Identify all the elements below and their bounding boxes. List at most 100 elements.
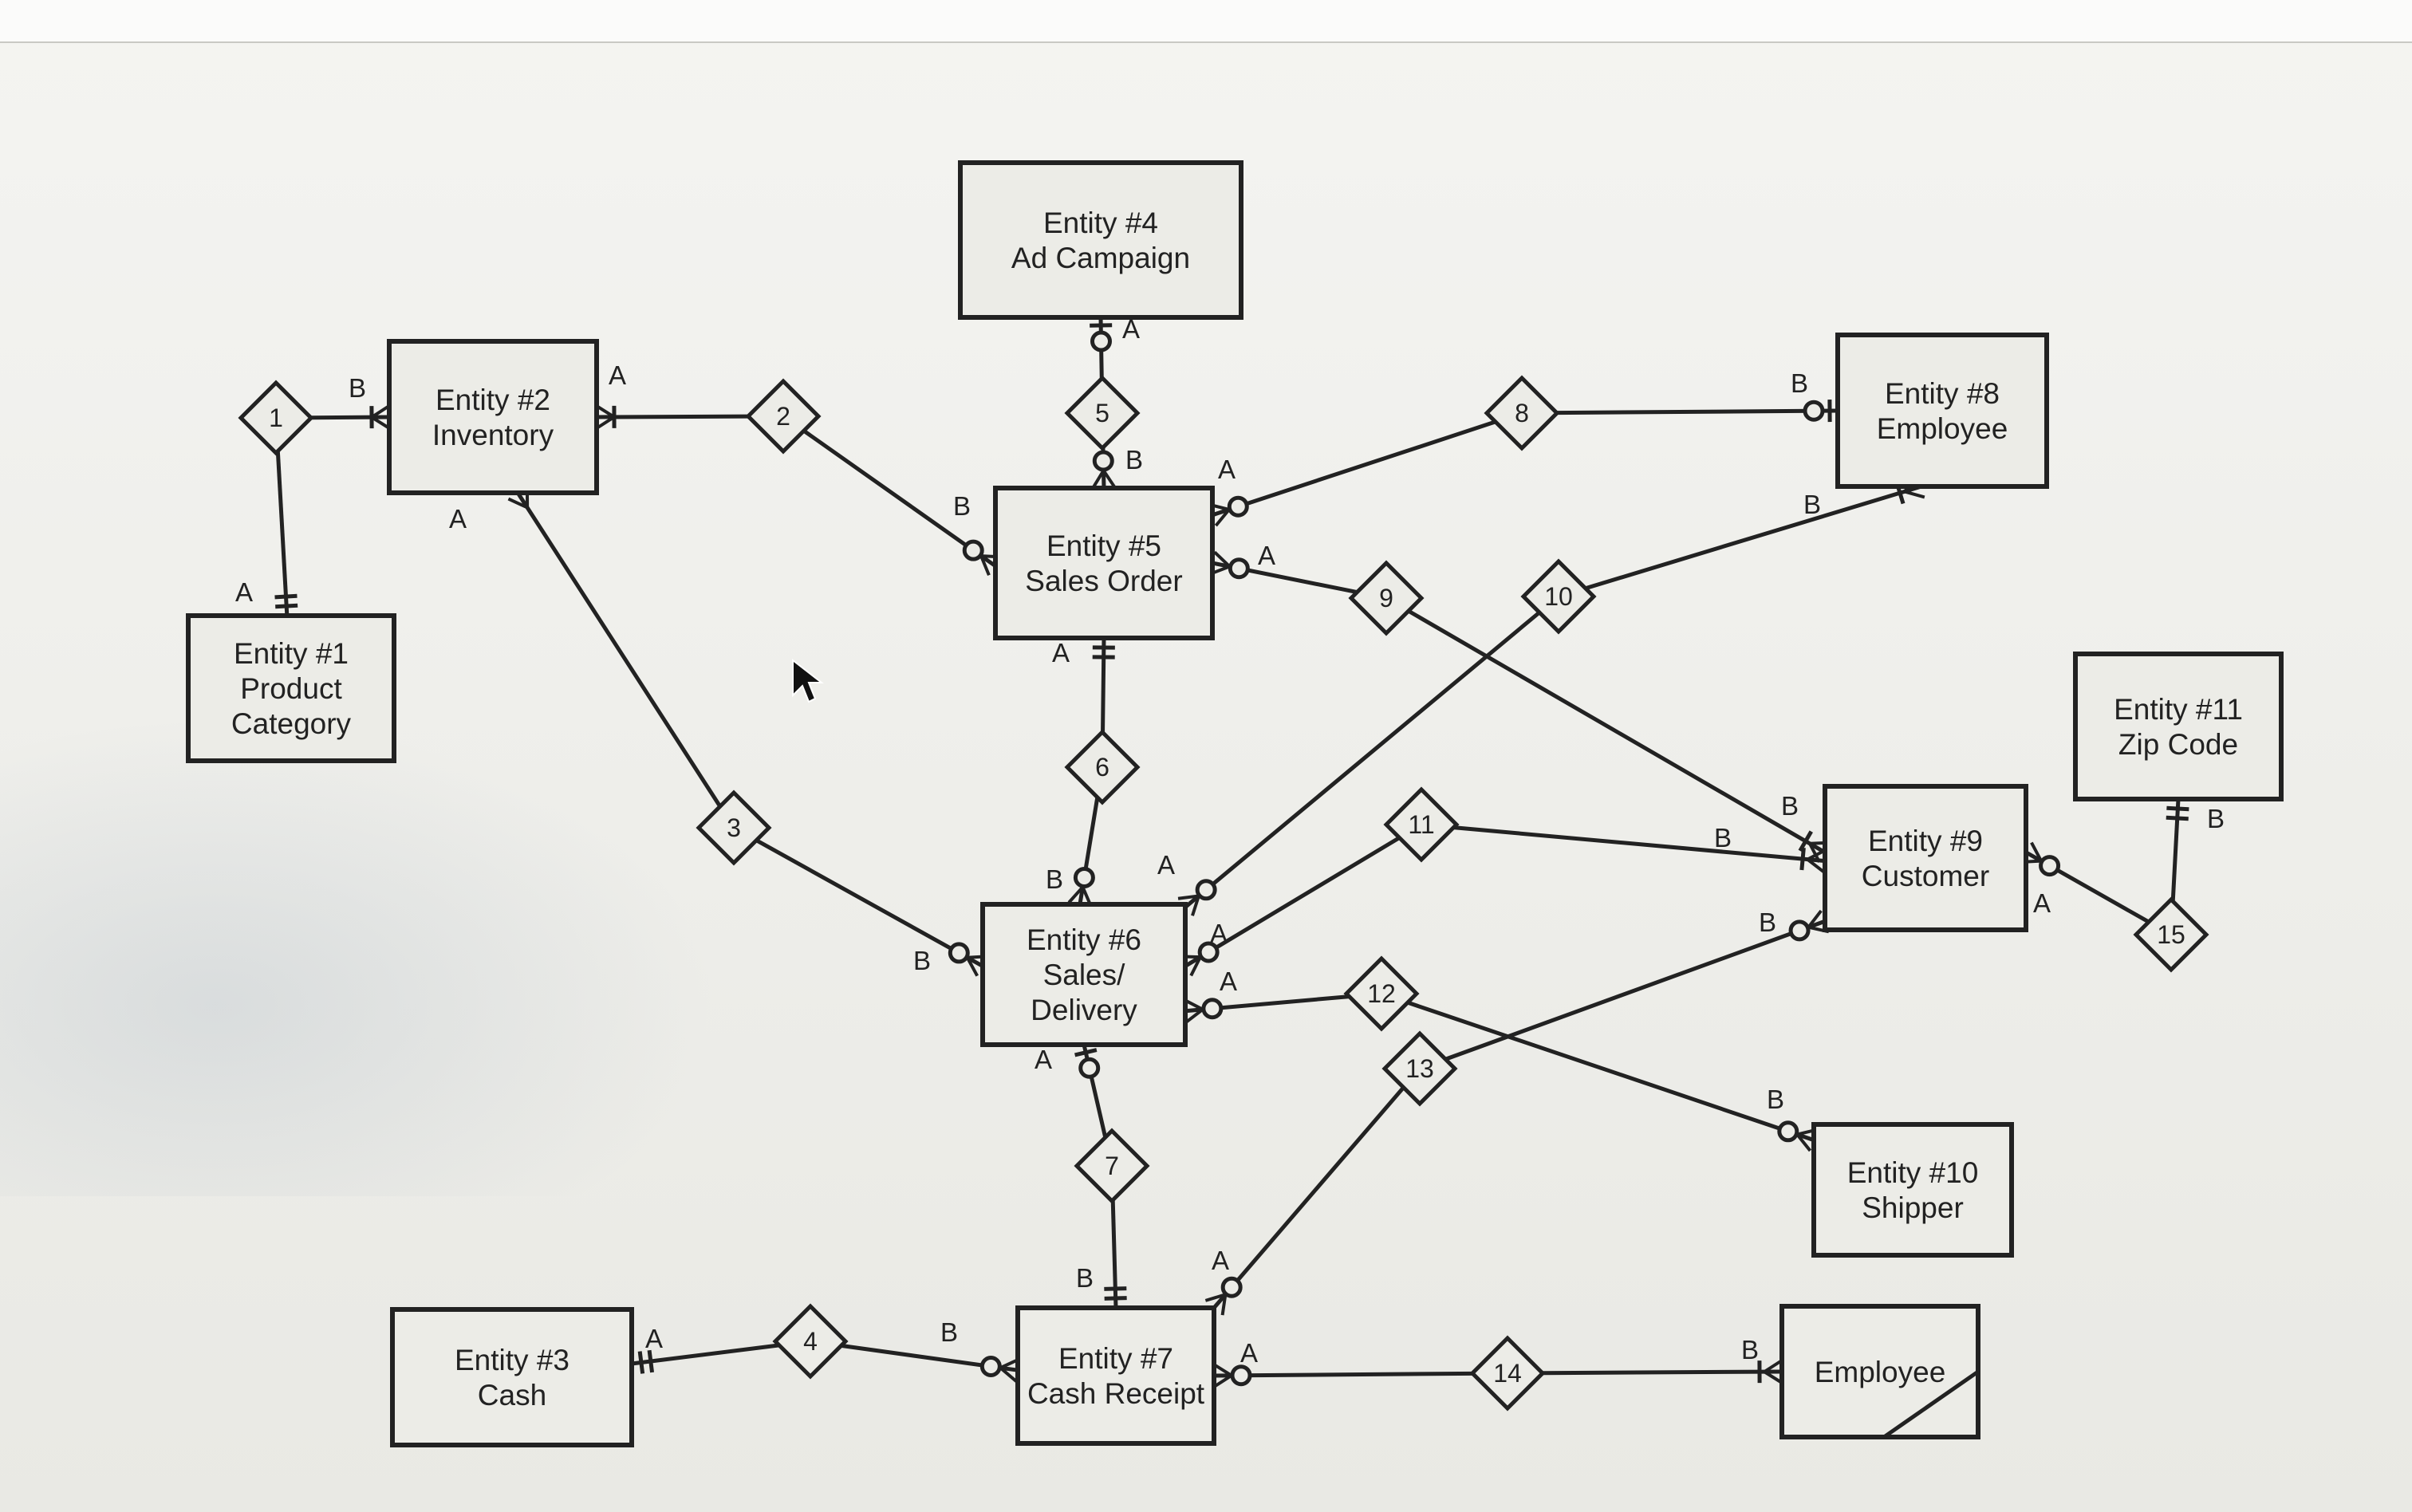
- connector-line: [1542, 1369, 1783, 1376]
- cardinality-label-a: A: [1258, 541, 1275, 570]
- cardinality-label-b: B: [1076, 1263, 1094, 1293]
- connector-line: [1213, 1371, 1473, 1378]
- entity-e4[interactable]: Entity #4Ad Campaign: [958, 160, 1243, 320]
- connector-line: [2170, 798, 2181, 902]
- relationship-diamond: [1469, 1335, 1546, 1412]
- entity-label-line: Zip Code: [2118, 728, 2238, 761]
- relationship-diamond: [1484, 375, 1560, 451]
- cardinality-label-b: B: [1046, 864, 1063, 894]
- cardinality-mark: [1104, 1286, 1127, 1301]
- relationship-10[interactable]: 10: [1520, 558, 1597, 635]
- connector-line: [1212, 419, 1496, 518]
- entity-label-line: Entity #10: [1847, 1156, 1979, 1189]
- cardinality-label-b: B: [1125, 445, 1143, 474]
- relationship-11[interactable]: 11: [1383, 786, 1460, 863]
- entity-label-line: Delivery: [1031, 994, 1137, 1026]
- relationship-number: 13: [1405, 1054, 1434, 1083]
- relationship-8[interactable]: 8: [1484, 375, 1560, 451]
- connector-line: [1407, 608, 1827, 854]
- connector-line: [755, 838, 984, 968]
- relationship-9[interactable]: 9: [1348, 560, 1425, 636]
- screen-glare: [0, 718, 718, 1196]
- entity-box: [1015, 1305, 1216, 1446]
- relationship-5[interactable]: 5: [1064, 375, 1141, 451]
- relationship-6[interactable]: 6: [1064, 729, 1141, 805]
- relationship-2[interactable]: 2: [745, 378, 822, 455]
- connector-line: [1110, 1199, 1118, 1309]
- cardinality-label-a: A: [2033, 888, 2051, 918]
- cardinality-mark: [274, 593, 298, 609]
- entity-label-line: Inventory: [432, 419, 554, 451]
- cardinality-label-b: B: [953, 491, 971, 521]
- entity-label-line: Employee: [1877, 412, 2008, 445]
- relationship-1[interactable]: 1: [238, 380, 314, 456]
- connector-line: [1444, 919, 1826, 1061]
- entity-label-line: Ad Campaign: [1011, 242, 1190, 274]
- relationship-diamond: [772, 1303, 849, 1380]
- relationship-diamond: [1064, 375, 1141, 451]
- entity-box: [980, 902, 1188, 1047]
- relationship-number: 10: [1544, 582, 1573, 611]
- connector-line: [1184, 611, 1541, 909]
- cardinality-label-a: A: [645, 1324, 663, 1353]
- cardinality-label-b: B: [2207, 804, 2225, 833]
- entity-box: [958, 160, 1243, 320]
- entity-box: [1835, 333, 2049, 489]
- relationship-15[interactable]: 15: [2133, 896, 2209, 973]
- window-top-bar: [0, 0, 2412, 43]
- entity-box: [1823, 784, 2028, 932]
- relationship-13[interactable]: 13: [1381, 1030, 1458, 1107]
- entity-box: [1811, 1122, 2014, 1258]
- connector-layer: [274, 317, 2189, 1388]
- relationship-diamond: [1064, 729, 1141, 805]
- cardinality-mark: [1183, 998, 1224, 1024]
- cardinality-label-a: A: [1210, 919, 1228, 948]
- entity-label-line: Cash Receipt: [1027, 1377, 1205, 1410]
- entity-label-line: Entity #1: [234, 637, 349, 670]
- cardinality-label-a: A: [449, 504, 467, 534]
- entity-label-line: Entity #9: [1868, 825, 1983, 857]
- external-entity-corner-mark: [1882, 1369, 1980, 1439]
- cardinality-label-b: B: [1781, 791, 1799, 821]
- cardinality-mark: [1777, 1120, 1818, 1152]
- relationship-diamond: [745, 378, 822, 455]
- relationship-3[interactable]: 3: [696, 789, 772, 866]
- connector-line: [1585, 484, 1922, 591]
- connector-line: [1407, 1000, 1815, 1143]
- connector-line: [275, 451, 290, 616]
- relationship-number: 1: [269, 404, 283, 432]
- relationship-7[interactable]: 7: [1074, 1128, 1150, 1204]
- entity-eEmp[interactable]: Employee: [1779, 1304, 1980, 1439]
- entity-label-line: Shipper: [1862, 1191, 1964, 1224]
- relationship-4[interactable]: 4: [772, 1303, 849, 1380]
- relationship-diamond: [1343, 955, 1420, 1032]
- relationship-12[interactable]: 12: [1343, 955, 1420, 1032]
- entity-label-line: Entity #3: [455, 1344, 570, 1376]
- cardinality-mark: [1091, 450, 1117, 490]
- cardinality-label-a: A: [1220, 967, 1237, 996]
- relationship-number: 11: [1408, 810, 1434, 839]
- entity-label-line: Employee: [1815, 1356, 1946, 1388]
- cardinality-label-a: A: [1052, 638, 1070, 667]
- cardinality-mark: [1090, 323, 1113, 352]
- relationship-number: 3: [727, 813, 741, 842]
- entity-box: [993, 486, 1215, 640]
- cardinality-label-b: B: [1791, 368, 1808, 398]
- connector-line: [1184, 836, 1401, 968]
- cardinality-label-b: B: [1759, 908, 1776, 937]
- cardinality-mark: [1803, 400, 1832, 423]
- relationship-14[interactable]: 14: [1469, 1335, 1546, 1412]
- cardinality-mark: [595, 404, 617, 430]
